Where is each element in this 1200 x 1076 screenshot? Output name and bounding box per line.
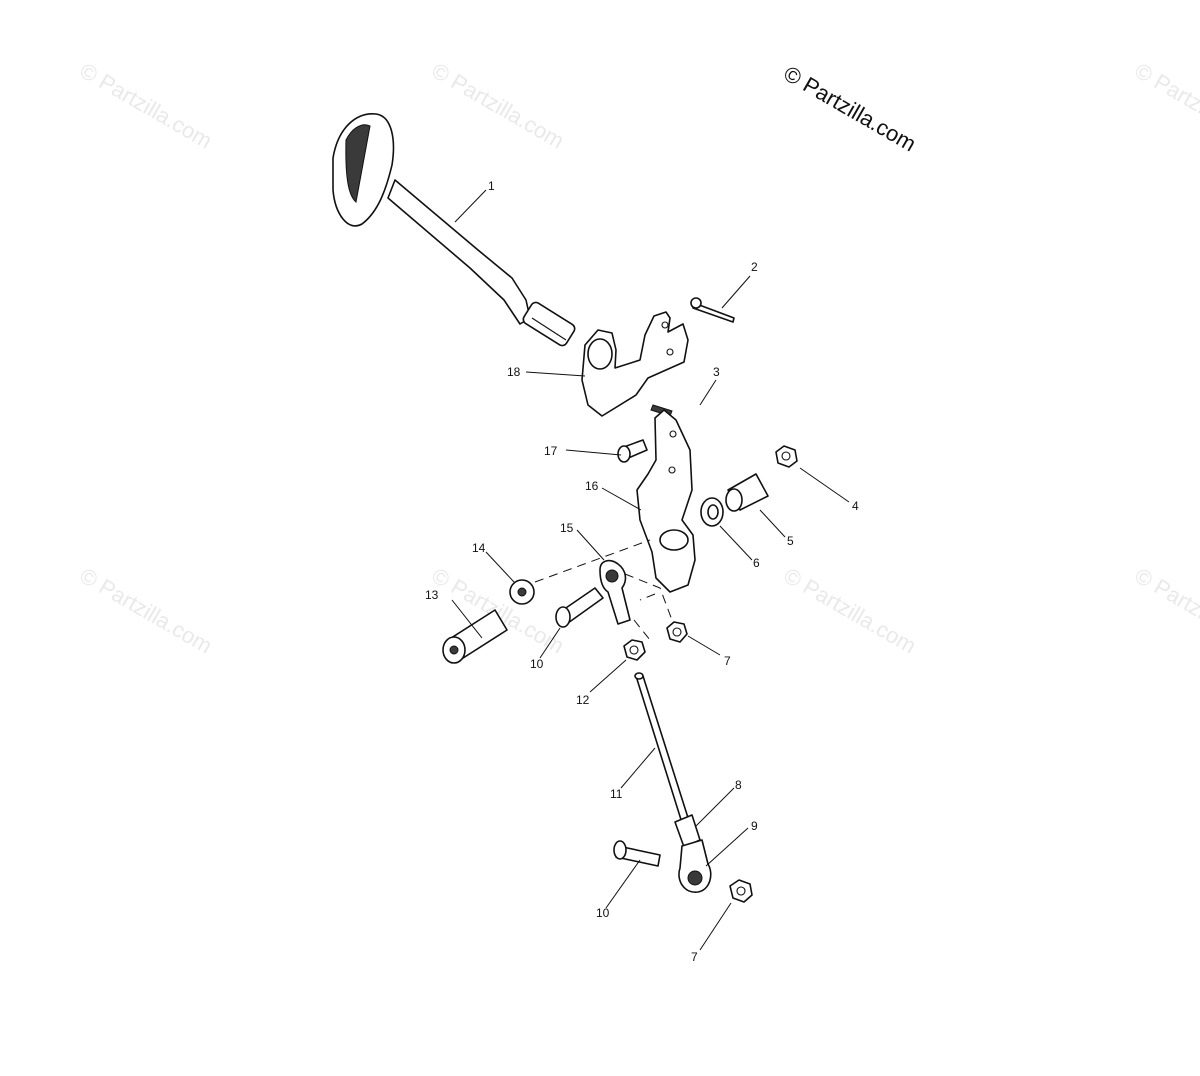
part-10-bolt-lower[interactable]	[613, 840, 661, 867]
callout-12: 12	[576, 693, 590, 707]
callout-18: 18	[507, 365, 521, 379]
callout-13: 13	[425, 588, 439, 602]
part-14-washer[interactable]	[509, 579, 535, 605]
part-17-bolt[interactable]	[617, 439, 648, 463]
callout-1: 1	[488, 179, 495, 193]
part-15-rod-end[interactable]	[599, 559, 631, 625]
callout-2: 2	[751, 260, 758, 274]
callout-11: 11	[610, 787, 623, 801]
callout-10: 10	[596, 906, 610, 920]
callout-14: 14	[472, 541, 486, 555]
watermark: © Partzilla.com	[76, 563, 217, 659]
callout-5: 5	[787, 534, 794, 548]
callout-10: 10	[530, 657, 544, 671]
assembly-lines	[534, 539, 673, 641]
callout-8: 8	[735, 778, 742, 792]
part-7-nut-upper[interactable]	[666, 621, 688, 643]
part-18-bracket[interactable]	[581, 311, 689, 417]
part-9-rod-end[interactable]	[678, 839, 712, 893]
watermark: © Partzilla.com	[76, 58, 217, 154]
part-6-washer[interactable]	[700, 497, 724, 527]
copyright-notice: © Partzilla.com	[780, 61, 921, 157]
callout-9: 9	[751, 819, 758, 833]
callout-numbers: 1 2 3 4 5 6 7 7 8 9 10 10 11 12 13 14 15…	[425, 179, 859, 964]
callout-7: 7	[691, 950, 698, 964]
watermark: © Partzilla.com	[428, 58, 569, 154]
part-12-nut[interactable]	[623, 639, 646, 661]
part-10-bolt-upper[interactable]	[555, 587, 604, 628]
part-7-nut-lower[interactable]	[729, 879, 753, 903]
part-11-rod[interactable]	[634, 672, 691, 827]
callout-4: 4	[852, 499, 859, 513]
part-1-brake-pedal[interactable]	[332, 113, 577, 348]
part-16-lever-arm[interactable]	[636, 409, 696, 593]
part-5-bushing[interactable]	[725, 473, 769, 512]
callout-16: 16	[585, 479, 599, 493]
part-2-pin[interactable]	[690, 297, 735, 323]
callout-7: 7	[724, 654, 731, 668]
callout-6: 6	[753, 556, 760, 570]
watermark: © Partzilla.com	[780, 563, 921, 659]
callout-17: 17	[544, 444, 558, 458]
part-13-bolt[interactable]	[442, 609, 508, 664]
callout-15: 15	[560, 521, 574, 535]
watermarks: © Partzilla.com © Partzilla.com © Partzi…	[76, 58, 1200, 659]
part-4-nut[interactable]	[775, 445, 798, 468]
leader-lines	[451, 189, 850, 951]
watermark: © Partzilla.com	[1131, 58, 1200, 154]
callout-3: 3	[713, 365, 720, 379]
watermark: © Partzilla.com	[1131, 563, 1200, 659]
